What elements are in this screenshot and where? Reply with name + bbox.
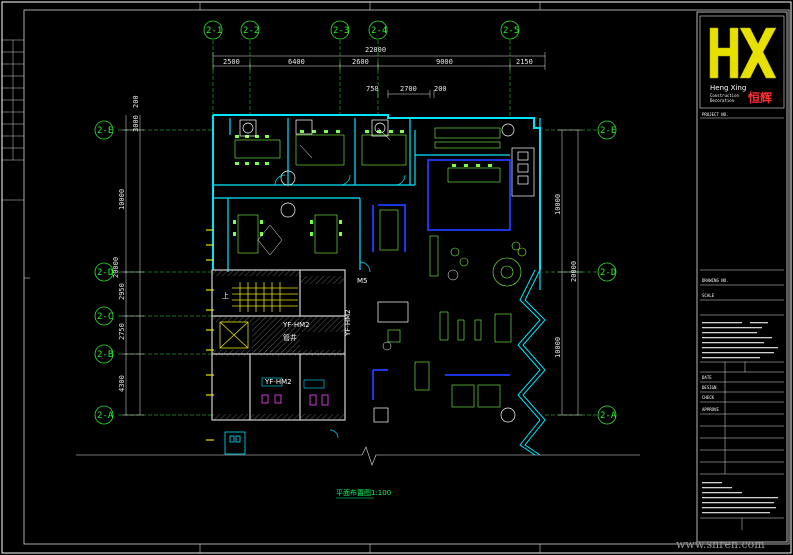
interior-walls bbox=[213, 118, 541, 290]
entry-block bbox=[224, 431, 246, 455]
title-block: Heng Xing Construction Decoration 恒辉 PRO… bbox=[696, 11, 788, 543]
office-chairs bbox=[233, 130, 492, 236]
drawing-caption: 平面布置图1:100 bbox=[336, 488, 391, 497]
room-label-m5: M5 bbox=[357, 277, 368, 285]
left-window-marks bbox=[206, 229, 214, 441]
logo-sub-2: Decoration bbox=[710, 98, 735, 103]
office-cabinets bbox=[239, 119, 535, 423]
dim-total: 22800 bbox=[365, 46, 386, 54]
grid-label-left-5: 2-A bbox=[97, 411, 114, 421]
sink-fixtures bbox=[261, 377, 325, 389]
dim-small-2: 2700 bbox=[400, 85, 417, 93]
grid-label-left-4: 2-B bbox=[97, 350, 113, 360]
tb-row-project: PROJECT NO. bbox=[702, 112, 729, 117]
grid-bubbles-right bbox=[545, 120, 617, 425]
grid-label-top-1: 2-1 bbox=[206, 26, 222, 36]
dim-left-total: 20000 bbox=[112, 257, 120, 278]
tb-row-date: DATE bbox=[702, 375, 712, 380]
top-dimensions bbox=[212, 52, 546, 98]
grid-bubbles-top bbox=[203, 20, 520, 118]
tb-row-check: CHECK bbox=[702, 395, 715, 400]
grid-label-top-5: 2-5 bbox=[503, 26, 519, 36]
tb-row-design: DESIGN bbox=[702, 385, 717, 390]
dim-seg-1: 2500 bbox=[223, 58, 240, 66]
dim-left-4: 4300 bbox=[118, 375, 126, 392]
hatched-core bbox=[212, 270, 345, 420]
grid-label-left-2: 2-D bbox=[97, 268, 113, 278]
decor-details bbox=[257, 127, 459, 351]
glass-partitions bbox=[372, 159, 511, 400]
logo-chinese: 恒辉 bbox=[748, 90, 772, 105]
grid-label-left-3: 2-C bbox=[97, 312, 113, 322]
grid-label-top-4: 2-4 bbox=[371, 26, 387, 36]
tb-row-approve: APPROVE bbox=[702, 407, 719, 412]
dim-left-2: 2950 bbox=[118, 283, 126, 300]
room-label-yf-2: YF-HM2 bbox=[264, 378, 292, 386]
tb-row-drawing: DRAWING NO. bbox=[702, 278, 729, 283]
room-label-yf-3: YF-HM2 bbox=[344, 309, 352, 337]
dim-seg-3: 2600 bbox=[352, 58, 369, 66]
grid-label-right-1: 2-E bbox=[600, 126, 616, 136]
dim-left-3: 2750 bbox=[118, 323, 126, 340]
grid-label-top-3: 2-3 bbox=[333, 26, 349, 36]
curtain-wall bbox=[517, 269, 546, 456]
toilet-fixtures bbox=[261, 394, 329, 406]
company-logo: Heng Xing Construction Decoration 恒辉 bbox=[709, 27, 777, 105]
grid-label-right-3: 2-A bbox=[600, 411, 617, 421]
tb-row-scale: SCALE bbox=[702, 293, 715, 298]
break-line bbox=[76, 446, 640, 466]
dim-seg-2: 6400 bbox=[288, 58, 305, 66]
stair bbox=[232, 282, 298, 312]
dim-left-small-2: 3000 bbox=[132, 115, 140, 132]
dim-small-1: 750 bbox=[366, 85, 379, 93]
elevator-shaft bbox=[219, 321, 249, 349]
logo-sub-1: Construction bbox=[710, 93, 739, 98]
shaft-label: 管井 bbox=[283, 333, 297, 342]
grid-label-right-2: 2-D bbox=[600, 268, 616, 278]
room-label-yf-1: YF-HM2 bbox=[282, 321, 310, 329]
dim-seg-5: 2150 bbox=[516, 58, 533, 66]
office-furniture bbox=[234, 127, 501, 254]
logo-name: Heng Xing bbox=[710, 84, 746, 92]
dim-seg-4: 9000 bbox=[436, 58, 453, 66]
grid-label-left-1: 2-E bbox=[97, 126, 113, 136]
stair-label: 上 bbox=[222, 291, 229, 300]
lounge-furniture bbox=[387, 235, 527, 408]
dim-left-1: 10000 bbox=[118, 189, 126, 210]
grid-label-top-2: 2-2 bbox=[243, 26, 259, 36]
dim-right-1: 10000 bbox=[554, 194, 562, 215]
dim-right-total: 20000 bbox=[570, 261, 578, 282]
watermark: www.snren.com bbox=[676, 538, 765, 551]
dim-right-2: 10000 bbox=[554, 337, 562, 358]
dim-small-3: 200 bbox=[434, 85, 447, 93]
dim-left-small-1: 200 bbox=[132, 95, 140, 108]
doors bbox=[274, 174, 406, 439]
left-dimensions bbox=[122, 115, 144, 416]
